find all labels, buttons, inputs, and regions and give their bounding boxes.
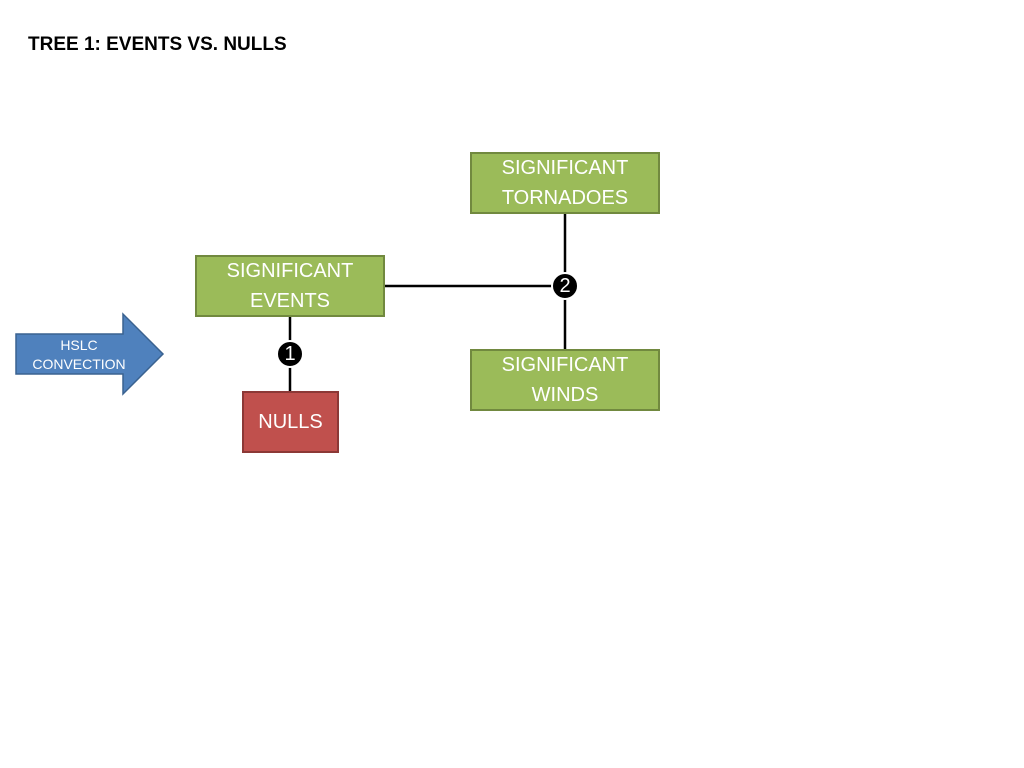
split-badge-2: 2 — [551, 272, 579, 300]
node-significant-tornadoes: SIGNIFICANT TORNADOES — [470, 152, 660, 214]
node-significant-winds: SIGNIFICANT WINDS — [470, 349, 660, 411]
split-badge-1: 1 — [276, 340, 304, 368]
node-significant-events: SIGNIFICANT EVENTS — [195, 255, 385, 317]
node-label-line: EVENTS — [249, 290, 331, 312]
node-nulls: NULLS — [242, 391, 339, 453]
input-arrow-shape — [15, 312, 165, 396]
input-arrow-label: HSLC CONVECTION — [18, 336, 140, 374]
input-arrow-label-line: CONVECTION — [32, 356, 126, 372]
node-label-line: NULLS — [258, 411, 323, 433]
node-label-line: SIGNIFICANT — [226, 260, 354, 282]
page-title: TREE 1: EVENTS VS. NULLS — [28, 34, 287, 55]
node-label-line: SIGNIFICANT — [501, 354, 629, 376]
input-arrow-label-line: HSLC — [60, 337, 98, 353]
node-label-line: SIGNIFICANT — [501, 157, 629, 179]
node-label-line: WINDS — [531, 384, 599, 406]
node-label-line: TORNADOES — [501, 187, 629, 209]
